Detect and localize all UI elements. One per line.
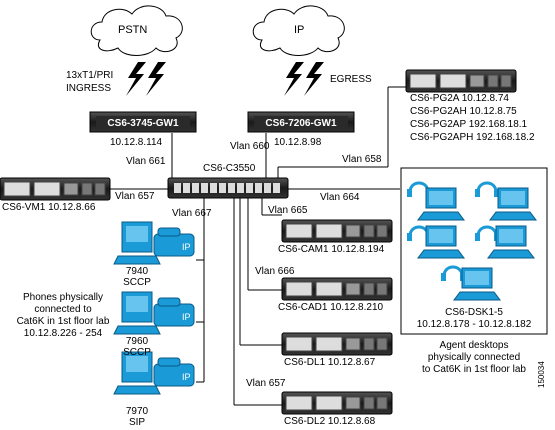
vlan-664: Vlan 664 — [320, 192, 360, 203]
phone2-model: 7960 — [125, 336, 149, 347]
lightning-icon — [284, 62, 304, 96]
vlan-657-top: Vlan 657 — [115, 191, 155, 202]
phone2-proto: SCCP — [123, 347, 151, 358]
vlan-660: Vlan 660 — [230, 141, 270, 152]
pg-line-3: CS6-PG2AP 192.168.18.1 — [410, 119, 528, 130]
phone1-model: 7940 — [125, 266, 149, 277]
server-pg2 — [405, 69, 517, 93]
server-vm1 — [0, 177, 111, 201]
dl2-label: CS6-DL2 10.12.8.68 — [284, 416, 376, 427]
router-gw1-name: CS6-3745-GW1 — [107, 118, 179, 129]
lightning-icon — [304, 62, 324, 96]
vlan-665: Vlan 665 — [268, 205, 308, 216]
router-gw2-name: CS6-7206-GW1 — [265, 118, 337, 129]
ip-label: IP — [294, 24, 305, 36]
vlan-666: Vlan 666 — [255, 266, 295, 277]
desktops-note-2: physically connected — [427, 352, 521, 363]
vm1-label: CS6-VM1 10.12.8.66 — [2, 202, 96, 213]
pg-line-1: CS6-PG2A 10.12.8.74 — [410, 93, 509, 104]
phones-note-2: connected to — [34, 304, 92, 315]
vlan-667: Vlan 667 — [172, 208, 212, 219]
pstn-cloud — [90, 5, 183, 56]
desktops-note-1: Agent desktops — [439, 340, 509, 351]
desktops-name: CS6-DSK1-5 — [445, 307, 503, 318]
server-dl2 — [281, 391, 393, 415]
phones-note-3: Cat6K in 1st floor lab — [16, 316, 110, 327]
switch-name: CS6-C3550 — [203, 163, 256, 174]
server-dl1 — [281, 332, 393, 356]
gw1-ip: 10.12.8.114 — [110, 137, 163, 148]
vlan-658: Vlan 658 — [342, 154, 382, 165]
switch-c3550 — [167, 177, 289, 199]
phones-note-1: Phones physically — [22, 292, 104, 303]
vlan-661: Vlan 661 — [126, 156, 166, 167]
lightning-icon — [126, 62, 146, 96]
cam1-label: CS6-CAM1 10.12.8.194 — [278, 244, 385, 255]
figure-id: 150034 — [537, 361, 546, 388]
phone1-proto: SCCP — [123, 277, 151, 288]
server-cam1 — [281, 219, 393, 243]
desktops-range: 10.12.8.178 - 10.12.8.182 — [416, 319, 532, 330]
network-links — [100, 86, 406, 406]
server-cad1 — [281, 277, 393, 301]
router-gw2: CS6-7206-GW1 — [247, 111, 355, 133]
cad1-label: CS6-CAD1 10.12.8.210 — [278, 302, 384, 313]
pg-line-4: CS6-PG2APH 192.168.18.2 — [410, 132, 535, 143]
phones-note-4: 10.12.8.226 - 254 — [23, 328, 103, 339]
lightning-icon — [146, 62, 166, 96]
phone3-model: 7970 — [125, 406, 149, 417]
egress-label: EGRESS — [330, 74, 372, 85]
vlan-657-bottom: Vlan 657 — [246, 378, 286, 389]
phone3-proto: SIP — [128, 417, 146, 428]
router-gw1: CS6-3745-GW1 — [89, 111, 197, 133]
pg-line-2: CS6-PG2AH 10.12.8.75 — [410, 106, 517, 117]
desktops-note-3: to Cat6K in 1st floor lab — [422, 364, 526, 375]
dl1-label: CS6-DL1 10.12.8.67 — [284, 357, 376, 368]
ingress-line1: 13xT1/PRI — [66, 70, 114, 81]
pstn-label: PSTN — [118, 24, 148, 36]
ip-cloud — [252, 5, 345, 56]
ip-phone-icon — [113, 221, 195, 265]
gw2-ip: 10.12.8.98 — [274, 137, 322, 148]
ingress-line2: INGRESS — [66, 83, 112, 94]
ip-phone-icon — [113, 291, 195, 335]
